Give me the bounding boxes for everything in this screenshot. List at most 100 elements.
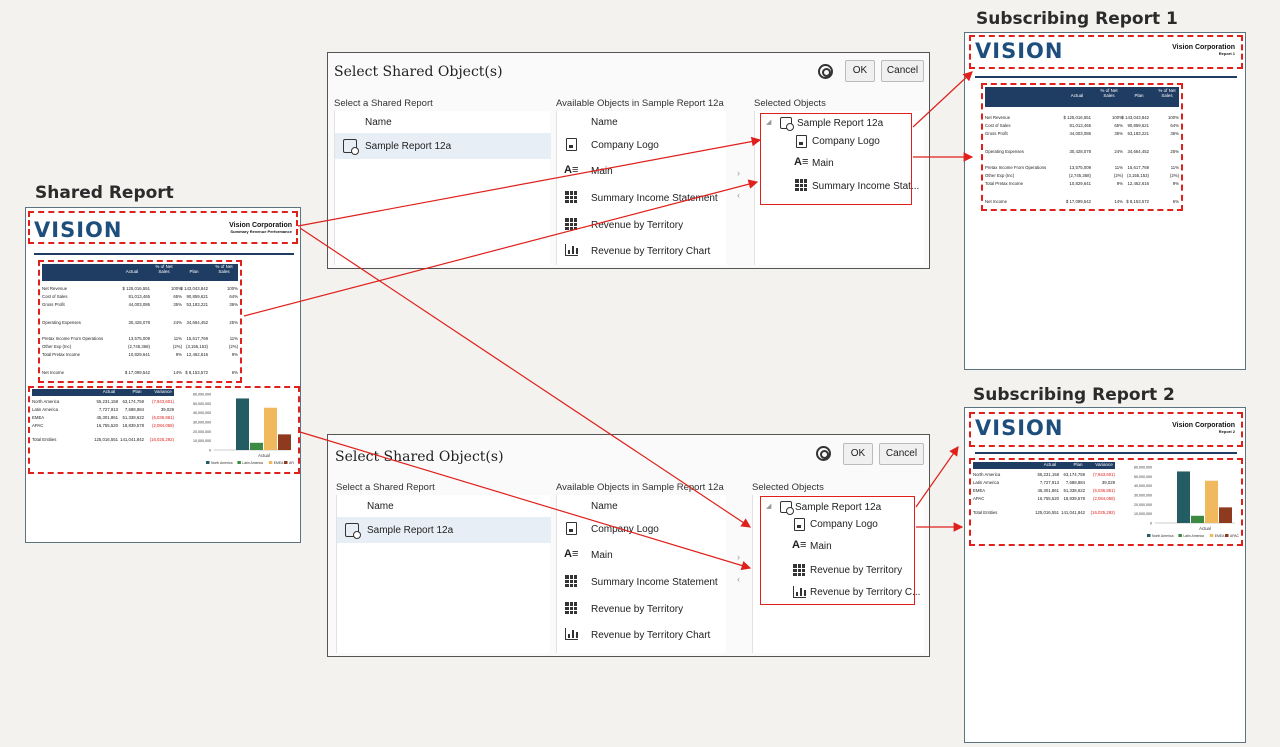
col-pct2: % of Net Sales: [1158, 88, 1176, 98]
object-summary-income[interactable]: Summary Income Statement: [591, 193, 718, 204]
shared-report-row[interactable]: Sample Report 12a: [337, 517, 551, 543]
object-revenue-territory[interactable]: Revenue by Territory: [591, 220, 684, 231]
ok-button[interactable]: OK: [845, 60, 875, 82]
income-cell-pct: 24%: [1114, 149, 1123, 154]
collapse-triangle-icon[interactable]: ◢: [766, 503, 772, 510]
text-icon: A≡: [794, 156, 809, 168]
territory-cell-label: North America: [973, 472, 1001, 477]
table-icon: [565, 218, 577, 230]
help-icon[interactable]: [816, 446, 831, 461]
selected-revenue-territory[interactable]: Revenue by Territory: [810, 565, 903, 576]
y-tick-label: 40,000,000: [1134, 484, 1152, 488]
object-main[interactable]: Main: [591, 166, 613, 177]
shared-report-list: Name Sample Report 12a: [334, 111, 551, 265]
chevron-left-icon[interactable]: ‹: [737, 574, 740, 584]
cancel-button[interactable]: Cancel: [879, 443, 924, 465]
cancel-button[interactable]: Cancel: [881, 60, 924, 82]
income-statement-highlight: [981, 83, 1183, 211]
chevron-right-icon[interactable]: ›: [737, 168, 740, 178]
col-plan: Plan: [1134, 93, 1144, 98]
selected-company-logo[interactable]: Company Logo: [812, 136, 880, 147]
name-column-header: Name: [591, 117, 618, 128]
shared-report-row[interactable]: Sample Report 12a: [335, 133, 551, 159]
territory-cell-plan: 141,041,842: [1061, 510, 1085, 515]
chevron-right-icon[interactable]: ›: [737, 552, 740, 562]
income-cell-pct: (2%): [1113, 173, 1123, 178]
object-company-logo[interactable]: Company Logo: [591, 524, 659, 535]
object-summary-income[interactable]: Summary Income Statement: [591, 577, 718, 588]
y-tick-label: 10,000,000: [1134, 512, 1152, 516]
available-objects-list: Name Company Logo A≡ Main Summary Income…: [556, 495, 726, 653]
ok-button[interactable]: OK: [843, 443, 873, 465]
income-cell-pct2: 25%: [229, 320, 238, 325]
report-subtitle: Report 1: [1218, 51, 1235, 56]
territory-cell-actual: 55,231,158: [1037, 472, 1059, 477]
income-cell-pct2: 36%: [229, 302, 238, 307]
income-cell-label: Other Exp (Inc): [42, 344, 72, 349]
x-axis-label: Actual: [258, 453, 270, 458]
income-cell-pct2: 25%: [1170, 149, 1179, 154]
table-icon: [565, 602, 577, 614]
bar-north-america: [236, 398, 249, 450]
selected-main[interactable]: Main: [812, 158, 834, 169]
object-main[interactable]: Main: [591, 550, 613, 561]
y-tick-label: 60,000,000: [193, 393, 211, 397]
territory-chart: 60,000,00050,000,00040,000,00030,000,000…: [1134, 466, 1239, 539]
header-highlight: [969, 412, 1243, 447]
income-cell-plan: 90,859,621: [186, 294, 208, 299]
legend-label: EMEA: [1215, 534, 1225, 538]
name-column-header: Name: [591, 501, 618, 512]
income-cell-pct2: 6%: [231, 370, 238, 375]
bar-emea: [264, 407, 277, 450]
object-revenue-territory[interactable]: Revenue by Territory: [591, 604, 684, 615]
available-objects-list: Name Company Logo A≡ Main Summary Income…: [556, 111, 726, 265]
object-revenue-chart[interactable]: Revenue by Territory Chart: [591, 246, 711, 257]
income-cell-pct2: 100%: [1168, 115, 1179, 120]
income-cell-plan: 34,664,452: [1127, 149, 1149, 154]
income-cell-label: Cost of Sales: [42, 294, 68, 299]
income-cell-label: Other Exp (Inc): [985, 173, 1015, 178]
bar-north-america: [1177, 471, 1190, 523]
selected-company-logo[interactable]: Company Logo: [810, 519, 878, 530]
report-icon: [345, 523, 361, 539]
income-cell-pct: 14%: [1114, 199, 1123, 204]
territory-col-header: Variance: [1095, 462, 1113, 467]
help-icon[interactable]: [818, 64, 833, 79]
chevron-left-icon[interactable]: ‹: [737, 190, 740, 200]
tree-root[interactable]: Sample Report 12a: [797, 118, 884, 129]
income-cell-pct2: (2%): [228, 344, 238, 349]
collapse-triangle-icon[interactable]: ◢: [766, 119, 772, 126]
territory-col-header: Plan: [132, 389, 142, 394]
income-cell-pct2: (2%): [1169, 173, 1179, 178]
selected-summary-income[interactable]: Summary Income Stat...: [812, 181, 920, 192]
selected-objects-label: Selected Objects: [752, 482, 824, 493]
col-actual: Actual: [125, 269, 139, 274]
selected-main[interactable]: Main: [810, 541, 832, 552]
tree-root[interactable]: Sample Report 12a: [795, 502, 882, 513]
income-cell-pct: 9%: [175, 352, 182, 357]
subscribing-report-2-heading: Subscribing Report 2: [973, 385, 1175, 405]
income-cell-label: Pretax Income From Operations: [42, 336, 104, 341]
income-cell-plan: $ 8,153,572: [185, 370, 208, 375]
income-cell-label: Net Revenue: [985, 115, 1011, 120]
income-cell-pct: 14%: [173, 370, 182, 375]
object-revenue-chart[interactable]: Revenue by Territory Chart: [591, 630, 711, 641]
selected-revenue-chart[interactable]: Revenue by Territory C...: [810, 587, 921, 598]
income-cell-pct: 24%: [173, 320, 182, 325]
territory-cell-actual: 16,755,520: [1037, 496, 1059, 501]
territory-cell-label: North America: [32, 399, 60, 404]
object-company-logo[interactable]: Company Logo: [591, 140, 659, 151]
vision-logo: VISION: [975, 39, 1064, 63]
income-cell-actual: (2,745,368): [128, 344, 150, 349]
territory-cell-actual: 45,301,861: [1037, 488, 1059, 493]
income-cell-actual: 10,829,641: [128, 352, 150, 357]
